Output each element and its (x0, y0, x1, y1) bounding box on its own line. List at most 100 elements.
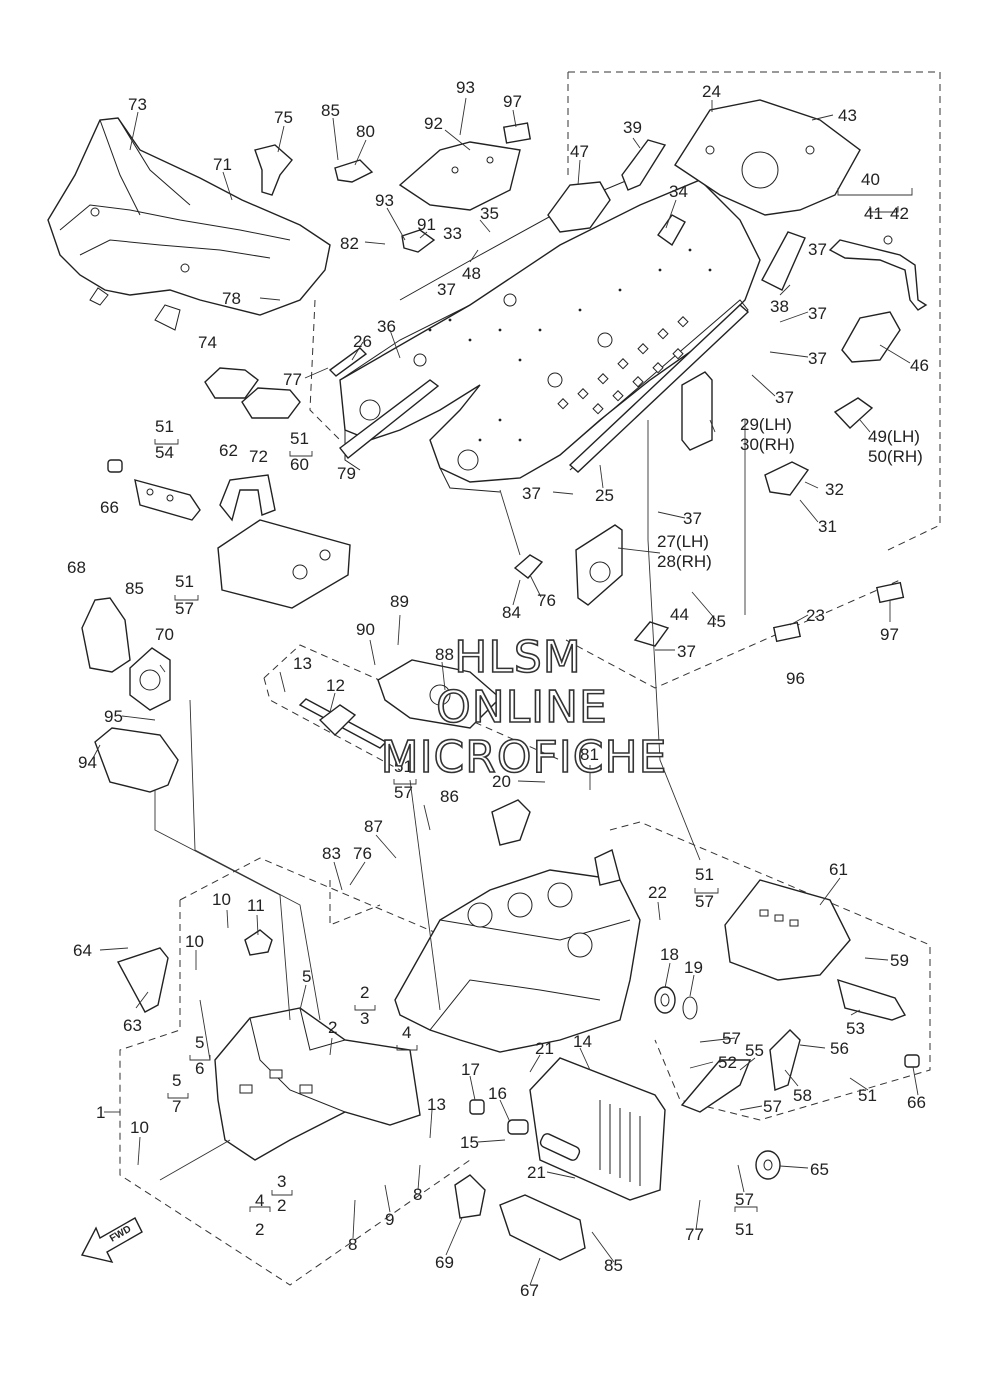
callout-4-b: 4 (255, 1191, 264, 1210)
callout-78: 78 (222, 289, 241, 308)
steering-rod-12 (298, 698, 388, 749)
callout-21-b: 21 (527, 1163, 546, 1182)
callout-51-a: 51 (155, 417, 174, 436)
callout-97: 97 (503, 92, 522, 111)
callout-75: 75 (274, 108, 293, 127)
callout-34: 34 (669, 182, 688, 201)
callout-47: 47 (570, 142, 589, 161)
callout-68: 68 (67, 558, 86, 577)
callout-56: 56 (830, 1039, 849, 1058)
front-frame-1 (214, 1007, 421, 1161)
callout-51-c: 51 (175, 572, 194, 591)
bracket-29-30 (681, 371, 713, 451)
callout-2-a: 2 (360, 983, 369, 1002)
bracket-84 (513, 554, 544, 579)
callout-85: 85 (321, 101, 340, 120)
callout-93: 93 (456, 78, 475, 97)
hood-assembly (47, 117, 331, 331)
callout-57-b: 57 (394, 783, 413, 802)
callout-22: 22 (648, 883, 667, 902)
callout-30-rh: 30(RH) (740, 435, 795, 454)
callout-92: 92 (424, 114, 443, 133)
rear-box-61 (724, 879, 851, 981)
callout-39: 39 (623, 118, 642, 137)
callout-66-b: 66 (907, 1093, 926, 1112)
callout-27-lh: 27(LH) (657, 532, 709, 551)
watermark: HLSM ONLINE MICROFICHE (380, 631, 668, 784)
watermark-line-3: MICROFICHE (381, 732, 668, 783)
callout-5-c: 5 (172, 1071, 181, 1090)
callout-61: 61 (829, 860, 848, 879)
callout-6: 6 (195, 1059, 204, 1078)
callout-2-d: 2 (255, 1220, 264, 1239)
bulkhead-frame (394, 799, 641, 1053)
fwd-arrow: FWD (80, 1217, 143, 1264)
heat-exchanger-14 (529, 1057, 666, 1201)
callout-48: 48 (462, 264, 481, 283)
callout-37-h: 37 (677, 642, 696, 661)
callout-38: 38 (770, 297, 789, 316)
callout-57-f: 57 (735, 1190, 754, 1209)
callout-77-b: 77 (685, 1225, 704, 1244)
bracket-34 (657, 214, 686, 247)
callout-85-b: 85 (125, 579, 144, 598)
bracket-67 (499, 1194, 586, 1261)
callout-1: 1 (96, 1103, 105, 1122)
callout-83: 83 (322, 844, 341, 863)
steering-support-62 (217, 474, 351, 609)
bracket-58 (769, 1029, 801, 1091)
callout-57-a: 57 (175, 599, 194, 618)
callout-70: 70 (155, 625, 174, 644)
callout-97-b: 97 (880, 625, 899, 644)
callout-2-b: 2 (328, 1018, 337, 1037)
callout-74: 74 (198, 333, 217, 352)
callout-26: 26 (353, 332, 372, 351)
tunnel-diamond-holes (557, 316, 689, 415)
side-rail-79 (328, 347, 440, 459)
plate-88 (377, 659, 502, 729)
callout-43: 43 (838, 106, 857, 125)
bracket-32 (764, 461, 810, 496)
callout-4-a: 4 (402, 1023, 411, 1042)
callout-51-e: 51 (695, 865, 714, 884)
callout-93-b: 93 (375, 191, 394, 210)
callout-79: 79 (337, 464, 356, 483)
callout-10-b: 10 (185, 932, 204, 951)
callout-8-a: 8 (348, 1235, 357, 1254)
callout-60: 60 (290, 455, 309, 474)
callout-45: 45 (707, 612, 726, 631)
callout-2-c: 2 (277, 1196, 286, 1215)
callout-76-a: 76 (537, 591, 556, 610)
coupler-15-16-17 (469, 1099, 581, 1161)
group-frames (119, 71, 941, 1286)
callout-51-b: 51 (290, 429, 309, 448)
callout-29-lh: 29(LH) (740, 415, 792, 434)
callout-numbers: 73 75 85 80 93 97 92 24 43 39 47 71 93 9… (67, 78, 929, 1300)
label-97-right (875, 581, 905, 604)
callout-19: 19 (684, 958, 703, 977)
callout-84: 84 (502, 603, 521, 622)
callout-37-e: 37 (775, 388, 794, 407)
callout-53: 53 (846, 1019, 865, 1038)
bracket-11 (244, 929, 273, 956)
callout-37-d: 37 (808, 349, 827, 368)
callout-18: 18 (660, 945, 679, 964)
callout-13-a: 13 (293, 654, 312, 673)
callout-46: 46 (910, 356, 929, 375)
tunnel-chassis (339, 174, 761, 493)
cover-plate-92 (398, 141, 521, 211)
bracket-63 (116, 947, 169, 1013)
callout-7: 7 (172, 1097, 181, 1116)
plate-47 (547, 181, 611, 233)
rail-bracket-53 (837, 978, 920, 1068)
callout-41: 41 (864, 204, 883, 223)
callout-88: 88 (435, 645, 454, 664)
bearing-18-19 (654, 986, 698, 1020)
callout-37-g: 37 (683, 509, 702, 528)
callout-73: 73 (128, 95, 147, 114)
rail-strip-25 (568, 304, 750, 473)
callout-62: 62 (219, 441, 238, 460)
tunnel-rivet-dots (428, 248, 712, 442)
callout-81: 81 (580, 745, 599, 764)
